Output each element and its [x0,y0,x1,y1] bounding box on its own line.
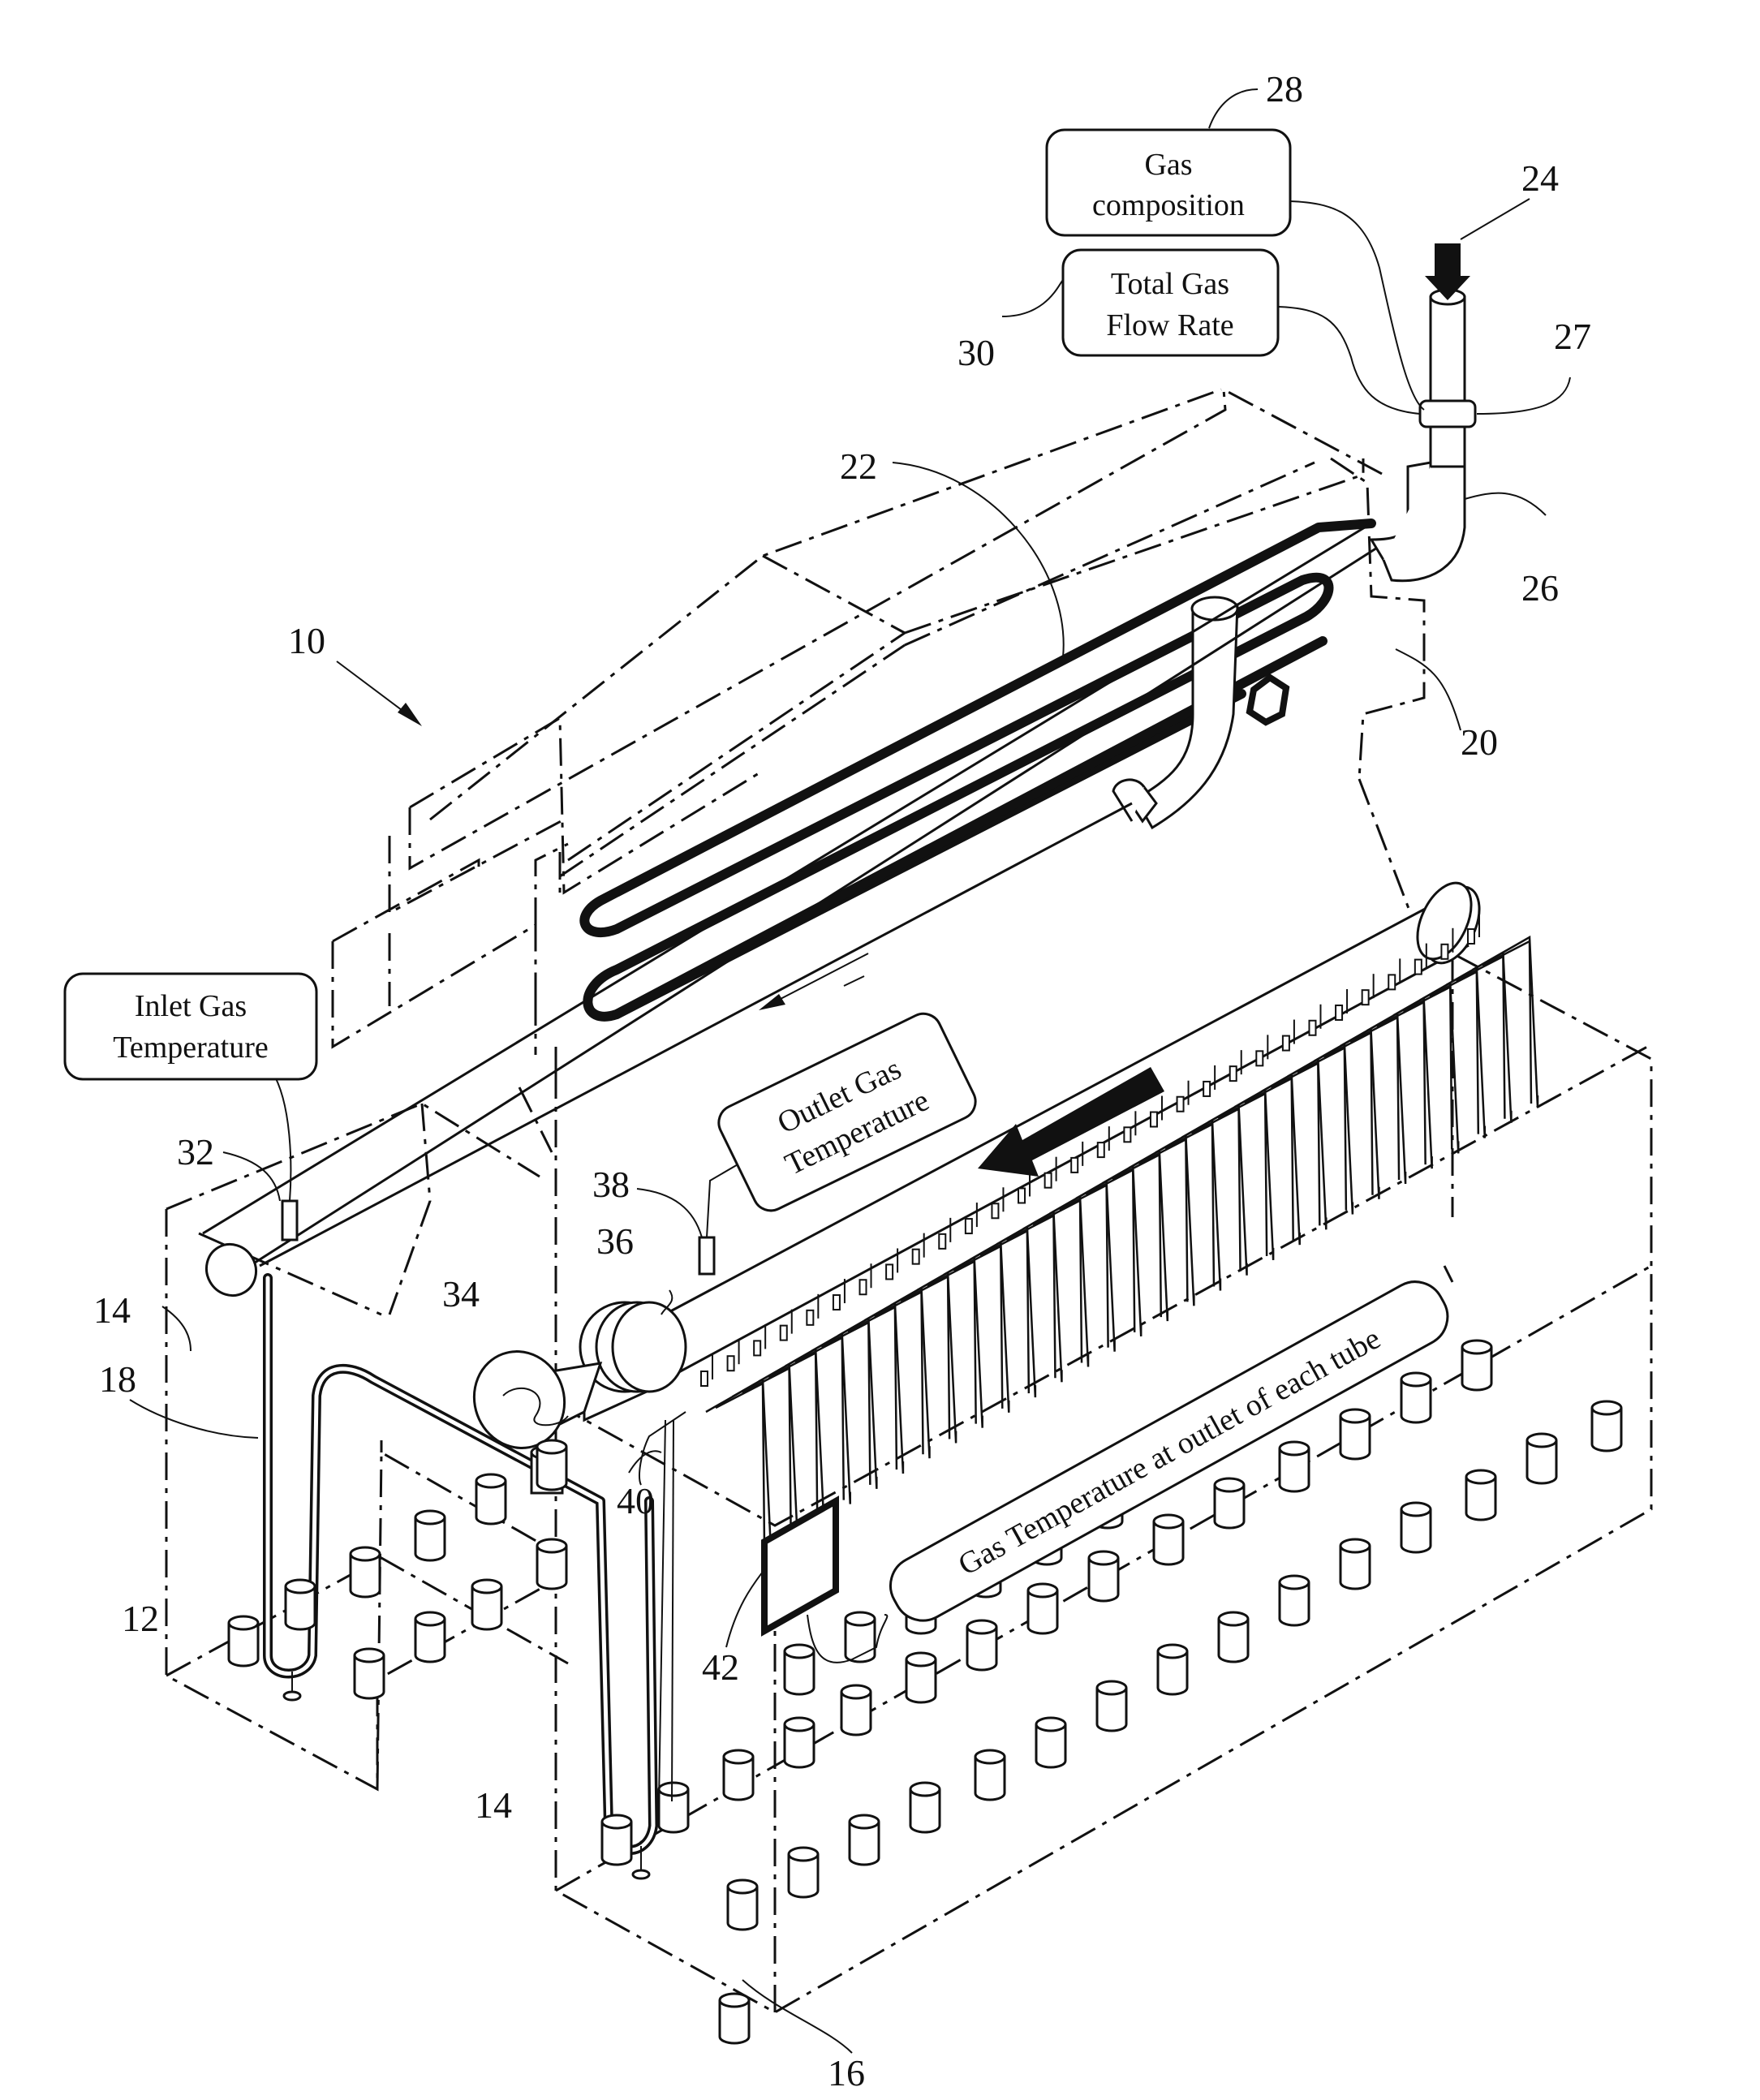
gas-temperature-tubes-box: Gas Temperature at outlet of each tube [880,1272,1458,1631]
numeral-38: 38 [592,1164,630,1205]
flow-sensor-ring [1420,401,1475,427]
numeral-32: 32 [177,1131,214,1173]
numeral-20: 20 [1461,721,1498,763]
flow-rate-line1: Total Gas [1111,267,1229,301]
inlet-gas-temperature-box: Inlet Gas Temperature [65,974,316,1079]
numeral-30: 30 [957,332,995,373]
hook-bracket [1250,678,1286,722]
gas-composition-line2: composition [1092,188,1245,222]
numeral-28: 28 [1266,68,1303,110]
gas-composition-line1: Gas [1144,148,1192,182]
numeral-42: 42 [702,1646,739,1688]
flow-rate-line2: Flow Rate [1106,308,1233,342]
numeral-10: 10 [288,620,325,661]
numeral-14-bottom: 14 [475,1784,512,1826]
numeral-40: 40 [617,1480,654,1521]
feed-inlet-arrow [1425,243,1470,300]
inlet-temp-line2: Temperature [113,1031,268,1065]
numeral-12: 12 [122,1598,159,1639]
outlet-gas-temperature-box: Outlet Gas Temperature [712,1008,981,1216]
numeral-36: 36 [596,1220,634,1262]
numeral-16: 16 [828,2052,865,2094]
numeral-18: 18 [99,1358,136,1400]
inlet-temp-line1: Inlet Gas [135,989,247,1023]
feed-pipe [1371,243,1475,581]
numeral-24: 24 [1521,157,1559,199]
numeral-34: 34 [442,1273,480,1315]
coil-flow-arrow [759,994,785,1010]
numeral-27: 27 [1554,316,1591,357]
burners [229,1340,1621,2043]
numeral-26: 26 [1521,567,1559,609]
numeral-14-left: 14 [93,1289,131,1331]
riser-pipe [1113,597,1237,828]
numeral-22: 22 [840,445,877,487]
total-gas-flow-rate-box: Total Gas Flow Rate [1063,250,1420,414]
